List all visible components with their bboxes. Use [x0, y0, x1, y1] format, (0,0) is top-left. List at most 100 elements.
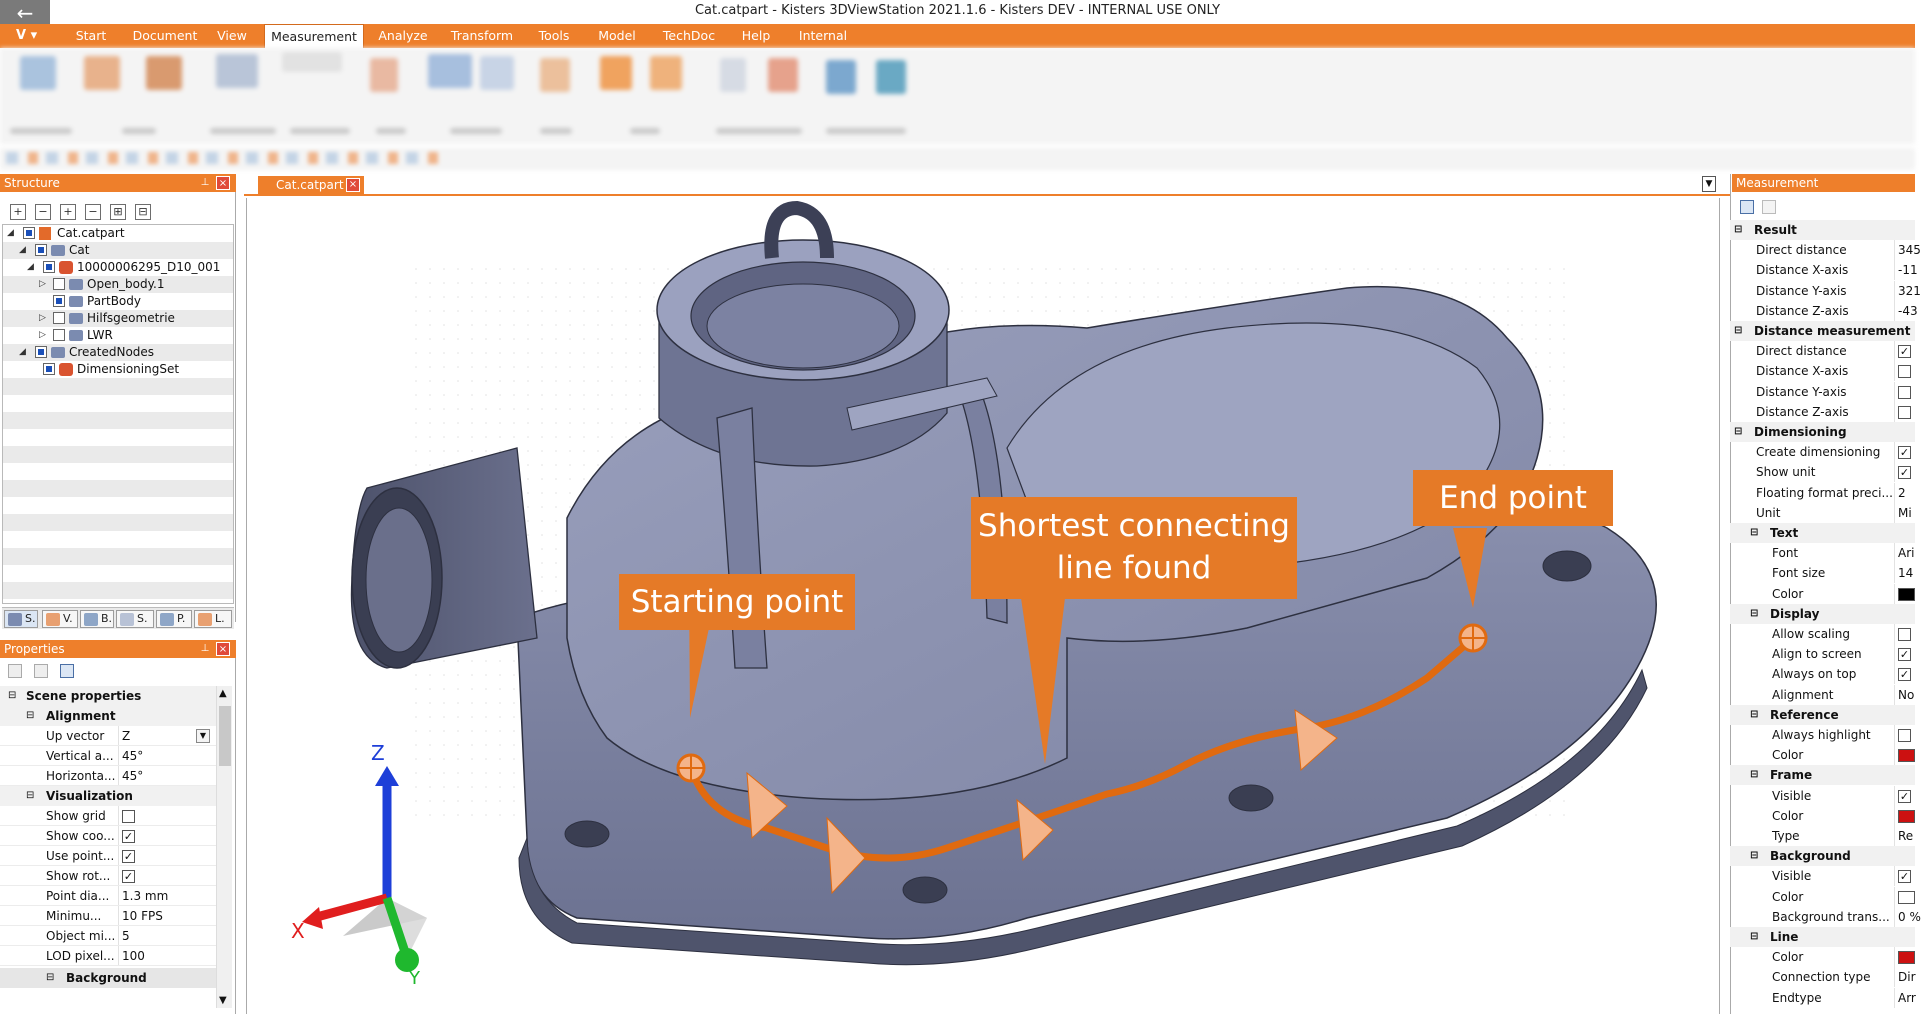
property-value[interactable]: Z: [122, 729, 131, 743]
ribbon-button-13[interactable]: [768, 58, 798, 92]
close-icon[interactable]: ×: [216, 642, 230, 656]
property-row[interactable]: Horizonta...45°: [0, 766, 216, 786]
tab-measurement[interactable]: Measurement: [264, 24, 364, 48]
property-value[interactable]: 10 FPS: [122, 909, 163, 923]
tab-views[interactable]: V.: [42, 610, 78, 628]
property-value[interactable]: 45°: [122, 749, 144, 763]
3d-viewport[interactable]: Z X Y Starting point Shortest connecting…: [246, 198, 1720, 1014]
tab-help[interactable]: Help: [741, 28, 771, 43]
expand-triangle-icon[interactable]: ▷: [39, 279, 46, 289]
measurement-row[interactable]: Align to screen✓: [1730, 644, 1915, 665]
expand-icon[interactable]: +: [60, 204, 76, 220]
measurement-row[interactable]: Direct distance✓: [1730, 341, 1915, 362]
collapse-group-icon[interactable]: ⊟: [1750, 931, 1759, 942]
measurement-checkbox[interactable]: ✓: [1898, 446, 1911, 460]
measurement-row[interactable]: Color: [1730, 583, 1915, 604]
measurement-value[interactable]: Arr: [1898, 990, 1916, 1005]
collapse-triangle-icon[interactable]: ◢: [19, 347, 26, 357]
collapse-group-icon[interactable]: ⊟: [1750, 850, 1759, 862]
measurement-row[interactable]: Visible✓: [1730, 785, 1915, 806]
measurement-row[interactable]: Distance X-axis: [1730, 361, 1915, 382]
ribbon-button-2[interactable]: [84, 56, 120, 90]
measurement-checkbox[interactable]: [1898, 628, 1911, 641]
property-row[interactable]: Point dia...1.3 mm: [0, 886, 216, 906]
background-group[interactable]: ⊟Background: [1730, 846, 1915, 867]
measurement-checkbox[interactable]: [1898, 729, 1911, 742]
property-value[interactable]: 1.3 mm: [122, 889, 169, 903]
start-point-marker[interactable]: [676, 753, 706, 783]
distance-measurement-group[interactable]: ⊟Distance measurement: [1730, 321, 1915, 341]
copy-result-icon[interactable]: [1740, 200, 1754, 214]
measurement-checkbox[interactable]: ✓: [1898, 466, 1911, 480]
clear-result-icon[interactable]: [1762, 200, 1776, 214]
tab-transform[interactable]: Transform: [450, 28, 514, 43]
color-swatch[interactable]: [1898, 587, 1915, 601]
tab-s[interactable]: S.: [116, 610, 154, 628]
measurement-checkbox[interactable]: ✓: [1898, 870, 1911, 884]
measurement-value[interactable]: 2: [1898, 485, 1906, 500]
collapse-triangle-icon[interactable]: ◢: [27, 262, 34, 272]
alignment-group[interactable]: ⊟ Alignment: [0, 706, 216, 726]
measurement-row[interactable]: Allow scaling: [1730, 624, 1915, 644]
measurement-row[interactable]: Distance X-axis-11: [1730, 260, 1918, 281]
tab-model[interactable]: Model: [598, 28, 636, 43]
color-swatch[interactable]: [1898, 809, 1915, 823]
collapse-group-icon[interactable]: ⊟: [1750, 708, 1759, 720]
color-swatch[interactable]: [1898, 749, 1915, 763]
collapse-group-icon[interactable]: ⊟: [1734, 325, 1743, 336]
collapse-group-icon[interactable]: ⊟: [1734, 224, 1743, 235]
measurement-value[interactable]: No: [1898, 687, 1915, 702]
split-icon[interactable]: ⊞: [110, 204, 126, 220]
measurement-row[interactable]: Background trans...0 %: [1730, 906, 1921, 927]
property-checkbox[interactable]: ✓: [122, 830, 135, 843]
frame-group[interactable]: ⊟Frame: [1730, 765, 1915, 786]
tab-p[interactable]: P.: [156, 610, 192, 628]
close-icon[interactable]: ×: [216, 176, 230, 190]
measurement-value[interactable]: Ari: [1898, 546, 1915, 561]
ribbon-button-7[interactable]: [428, 54, 472, 88]
ribbon-button-14[interactable]: [826, 60, 856, 94]
property-value[interactable]: 5: [122, 929, 130, 943]
reference-group[interactable]: ⊟Reference: [1730, 704, 1915, 725]
property-checkbox[interactable]: ✓: [122, 850, 135, 863]
line-group[interactable]: ⊟Line: [1730, 927, 1915, 947]
collapse-icon[interactable]: −: [85, 204, 101, 220]
tab-structure[interactable]: S.: [4, 610, 38, 628]
tab-document[interactable]: Document: [132, 28, 198, 43]
expand-triangle-icon[interactable]: ▷: [39, 313, 46, 323]
visualization-group[interactable]: ⊟ Visualization: [0, 786, 216, 806]
ribbon-button-9[interactable]: [540, 58, 570, 92]
property-checkbox[interactable]: ✓: [122, 870, 135, 883]
measurement-row[interactable]: Color: [1730, 745, 1915, 766]
alphabetical-icon[interactable]: [34, 664, 48, 678]
background-group[interactable]: ⊟ Background: [0, 968, 216, 988]
measurement-row[interactable]: Distance Y-axis: [1730, 381, 1915, 402]
property-checkbox[interactable]: [122, 810, 135, 823]
measurement-value[interactable]: -11: [1898, 263, 1918, 278]
dimensioning-group[interactable]: ⊟Dimensioning: [1730, 422, 1915, 442]
property-row[interactable]: Use point...✓: [0, 846, 216, 866]
measurement-value[interactable]: 14: [1898, 566, 1914, 581]
3d-scene[interactable]: Z X Y: [247, 198, 1721, 1014]
collapse-triangle-icon[interactable]: ◢: [19, 245, 26, 255]
ribbon-button-11[interactable]: [650, 56, 682, 90]
tab-b[interactable]: B.: [80, 610, 114, 628]
ribbon-button-15[interactable]: [876, 60, 906, 94]
ribbon-button-3[interactable]: [146, 56, 182, 90]
back-arrow-icon[interactable]: ←: [0, 0, 50, 28]
property-row[interactable]: Object mi...5: [0, 926, 216, 946]
tree-settings-icon[interactable]: ⊟: [135, 204, 151, 220]
expand-all-icon[interactable]: +: [10, 204, 26, 220]
tab-techdoc[interactable]: TechDoc: [662, 28, 716, 43]
tab-start[interactable]: Start: [75, 28, 107, 43]
measurement-row[interactable]: Color: [1730, 947, 1915, 968]
ribbon-button-8[interactable]: [480, 56, 514, 90]
measurement-checkbox[interactable]: ✓: [1898, 345, 1911, 359]
collapse-triangle-icon[interactable]: ◢: [7, 228, 14, 238]
ribbon-button-10[interactable]: [600, 56, 632, 90]
